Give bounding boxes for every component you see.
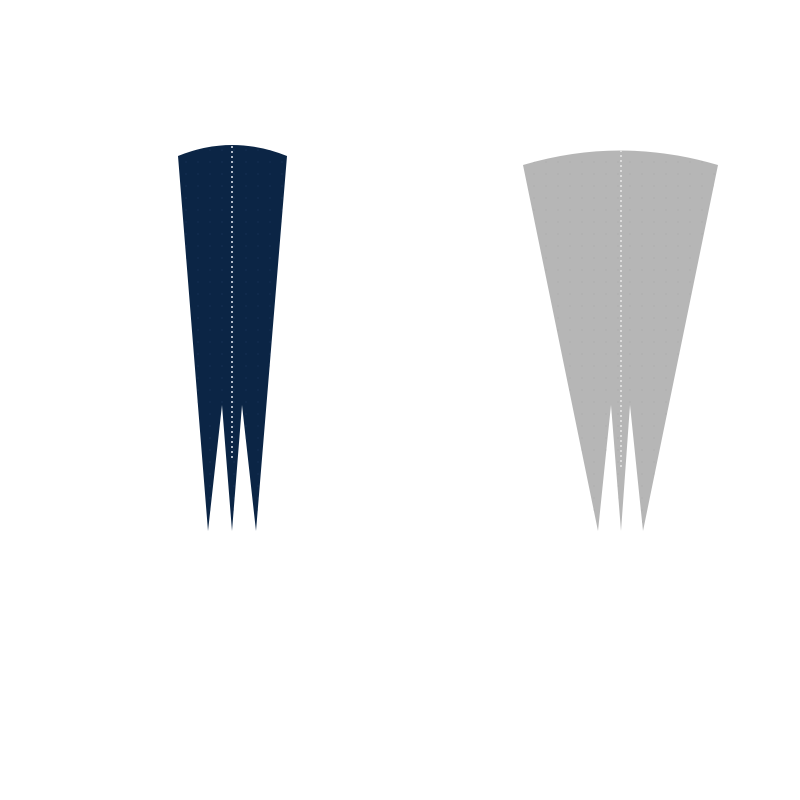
left-pennant: [178, 145, 287, 531]
right-pennant: [523, 150, 718, 531]
